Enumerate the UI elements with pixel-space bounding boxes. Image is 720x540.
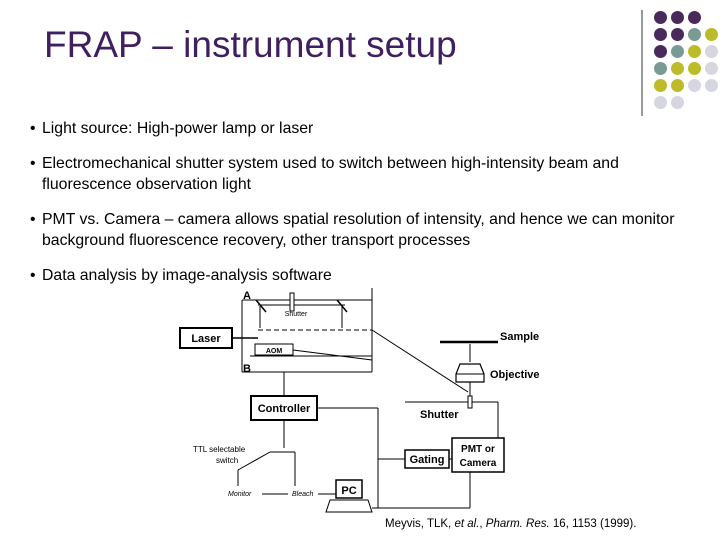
objective-shape bbox=[455, 363, 485, 383]
bullet-item: • Electromechanical shutter system used … bbox=[30, 153, 710, 195]
citation-etal: et al. bbox=[454, 518, 480, 530]
citation-rest: 16, 1153 (1999). bbox=[549, 518, 637, 530]
slide-title: FRAP – instrument setup bbox=[44, 24, 457, 65]
bullet-text: Light source: High-power lamp or laser bbox=[42, 120, 314, 137]
bullet-marker: • bbox=[30, 120, 36, 137]
sample-label: Sample bbox=[500, 331, 539, 343]
citation-sep: , bbox=[479, 518, 486, 530]
bullet-marker: • bbox=[30, 211, 36, 228]
citation: Meyvis, TLK, et al., Pharm. Res. 16, 115… bbox=[385, 518, 636, 530]
ttl-switch-lever bbox=[237, 451, 271, 471]
beam-to-sample bbox=[371, 329, 469, 393]
shutter-top-plate bbox=[289, 292, 295, 312]
aom-box bbox=[254, 343, 294, 356]
bullet-marker: • bbox=[30, 267, 36, 284]
pc-label: PC bbox=[341, 485, 356, 497]
label-b: B bbox=[243, 363, 251, 375]
shutter-plate bbox=[467, 395, 473, 409]
citation-journal: Pharm. Res. bbox=[485, 518, 550, 530]
bullet-text: Data analysis by image-analysis software bbox=[42, 267, 332, 284]
shutter-top-label: Shutter bbox=[285, 311, 308, 318]
ttl-label-1: TTL selectable bbox=[193, 445, 246, 454]
bullet-item: • Data analysis by image-analysis softwa… bbox=[30, 265, 710, 286]
bullet-text: Electromechanical shutter system used to… bbox=[42, 155, 619, 193]
bleach-label: Bleach bbox=[292, 491, 314, 498]
decorative-dot-grid bbox=[654, 11, 720, 109]
label-a: A bbox=[243, 290, 251, 302]
bullet-item: • PMT vs. Camera – camera allows spatial… bbox=[30, 209, 710, 251]
controller-label: Controller bbox=[258, 403, 311, 415]
frap-setup-diagram: Laser A B Shutter AOM Sample Objective S… bbox=[179, 288, 540, 513]
bullet-list: • Light source: High-power lamp or laser… bbox=[30, 118, 710, 300]
bullet-text: PMT vs. Camera – camera allows spatial r… bbox=[42, 211, 675, 249]
aom-beam bbox=[292, 349, 373, 361]
divider-line bbox=[641, 10, 643, 116]
mirror-a1 bbox=[255, 299, 267, 313]
pmt-camera-box bbox=[451, 437, 505, 473]
bullet-item: • Light source: High-power lamp or laser bbox=[30, 118, 710, 139]
aom-label: AOM bbox=[266, 348, 283, 355]
objective-label: Objective bbox=[490, 369, 540, 381]
controller-box bbox=[250, 395, 318, 421]
citation-authors: Meyvis, TLK, bbox=[385, 518, 455, 530]
bullet-marker: • bbox=[30, 155, 36, 172]
pc-monitor bbox=[335, 479, 363, 499]
shutter-label: Shutter bbox=[420, 409, 459, 421]
gating-label: Gating bbox=[410, 454, 445, 466]
monitor-label: Monitor bbox=[228, 491, 252, 498]
laser-label: Laser bbox=[191, 333, 221, 345]
ttl-label-2: switch bbox=[216, 456, 238, 465]
pmt-label-1: PMT or bbox=[461, 444, 495, 455]
pc-keyboard bbox=[325, 499, 373, 513]
pmt-label-2: Camera bbox=[460, 458, 497, 469]
